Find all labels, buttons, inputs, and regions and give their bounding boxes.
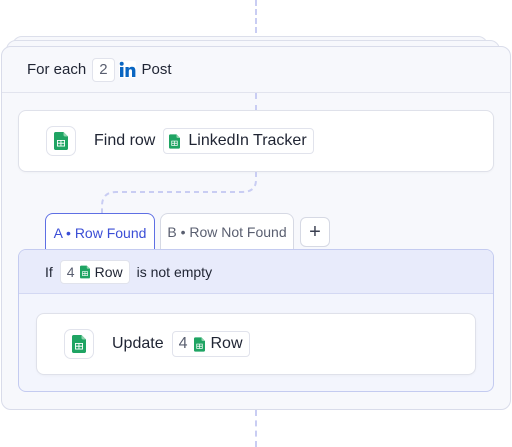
branch-connector: [101, 172, 257, 214]
bottom-connector: [255, 410, 257, 447]
find-row-step[interactable]: Find row LinkedIn Tracker: [18, 110, 494, 172]
tab-row-found[interactable]: A • Row Found: [45, 213, 155, 251]
update-row-step[interactable]: Update 4 Row: [36, 313, 476, 375]
loop-inner-connector: [255, 93, 257, 111]
update-title: Update: [112, 335, 164, 352]
update-step-ref: 4: [178, 335, 188, 352]
loop-count: 2: [99, 61, 108, 78]
update-row-chip[interactable]: 4 Row: [171, 331, 250, 357]
plus-icon: +: [309, 220, 321, 243]
sheet-chip[interactable]: LinkedIn Tracker: [163, 128, 314, 154]
branch-container: If 4 Row is not empty: [18, 249, 494, 392]
condition-chip[interactable]: 4 Row: [59, 259, 130, 284]
add-branch-button[interactable]: +: [300, 217, 330, 247]
condition-operator: is not empty: [136, 263, 213, 280]
tab-row-found-label: A • Row Found: [53, 224, 147, 241]
google-sheets-icon: [193, 336, 205, 352]
find-row-title: Find row: [94, 132, 156, 149]
sheet-label: LinkedIn Tracker: [188, 132, 307, 149]
loop-prefix: For each: [27, 61, 87, 78]
tab-row-not-found[interactable]: B • Row Not Found: [160, 213, 294, 249]
loop-header[interactable]: For each 2 Post: [2, 47, 510, 93]
google-sheets-icon: [169, 133, 181, 149]
google-sheets-icon: [64, 329, 94, 359]
condition-header[interactable]: If 4 Row is not empty: [19, 250, 493, 294]
condition-keyword: If: [45, 263, 53, 280]
loop-item-chip[interactable]: 2: [92, 57, 115, 82]
google-sheets-icon: [46, 126, 76, 156]
condition-step-ref: 4: [66, 263, 75, 280]
update-field: Row: [210, 335, 243, 352]
tab-row-not-found-label: B • Row Not Found: [167, 223, 287, 240]
linkedin-icon: [118, 61, 136, 78]
condition-field: Row: [94, 263, 123, 280]
google-sheets-icon: [79, 265, 90, 279]
top-connector: [255, 0, 257, 42]
loop-item-label: Post: [141, 61, 172, 78]
